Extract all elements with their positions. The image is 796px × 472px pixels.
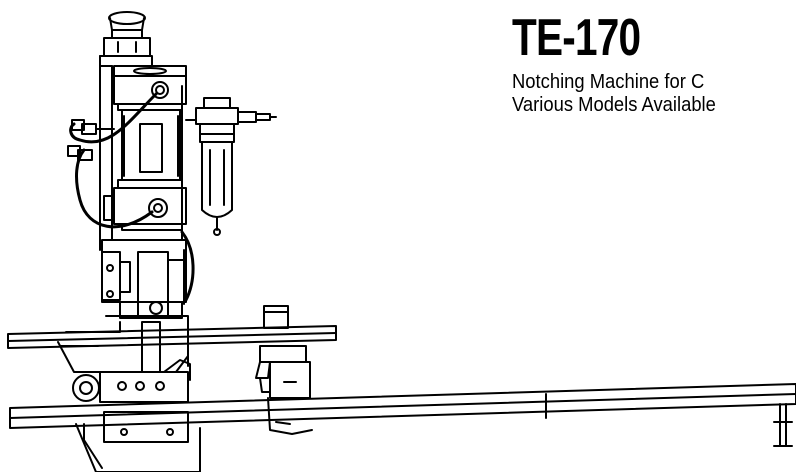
machine-base: [57, 239, 191, 403]
support-foot: [773, 403, 793, 447]
upper-cylinder: [113, 65, 187, 189]
upper-rail: [7, 325, 337, 349]
lower-rail: [9, 383, 796, 429]
lower-cylinder: [103, 187, 187, 231]
filter-regulator: [185, 97, 277, 236]
top-knob: [103, 11, 151, 57]
hose-fittings: [67, 119, 115, 161]
rail-clamp: [263, 305, 289, 329]
model-title: TE-170: [512, 9, 641, 67]
machine-column: [99, 55, 183, 251]
air-hoses: [69, 92, 195, 302]
product-description: Notching Machine for C: [512, 71, 705, 93]
base-plate: [75, 411, 201, 472]
availability-note: Various Models Available: [512, 94, 716, 116]
measuring-stop: [255, 345, 313, 435]
